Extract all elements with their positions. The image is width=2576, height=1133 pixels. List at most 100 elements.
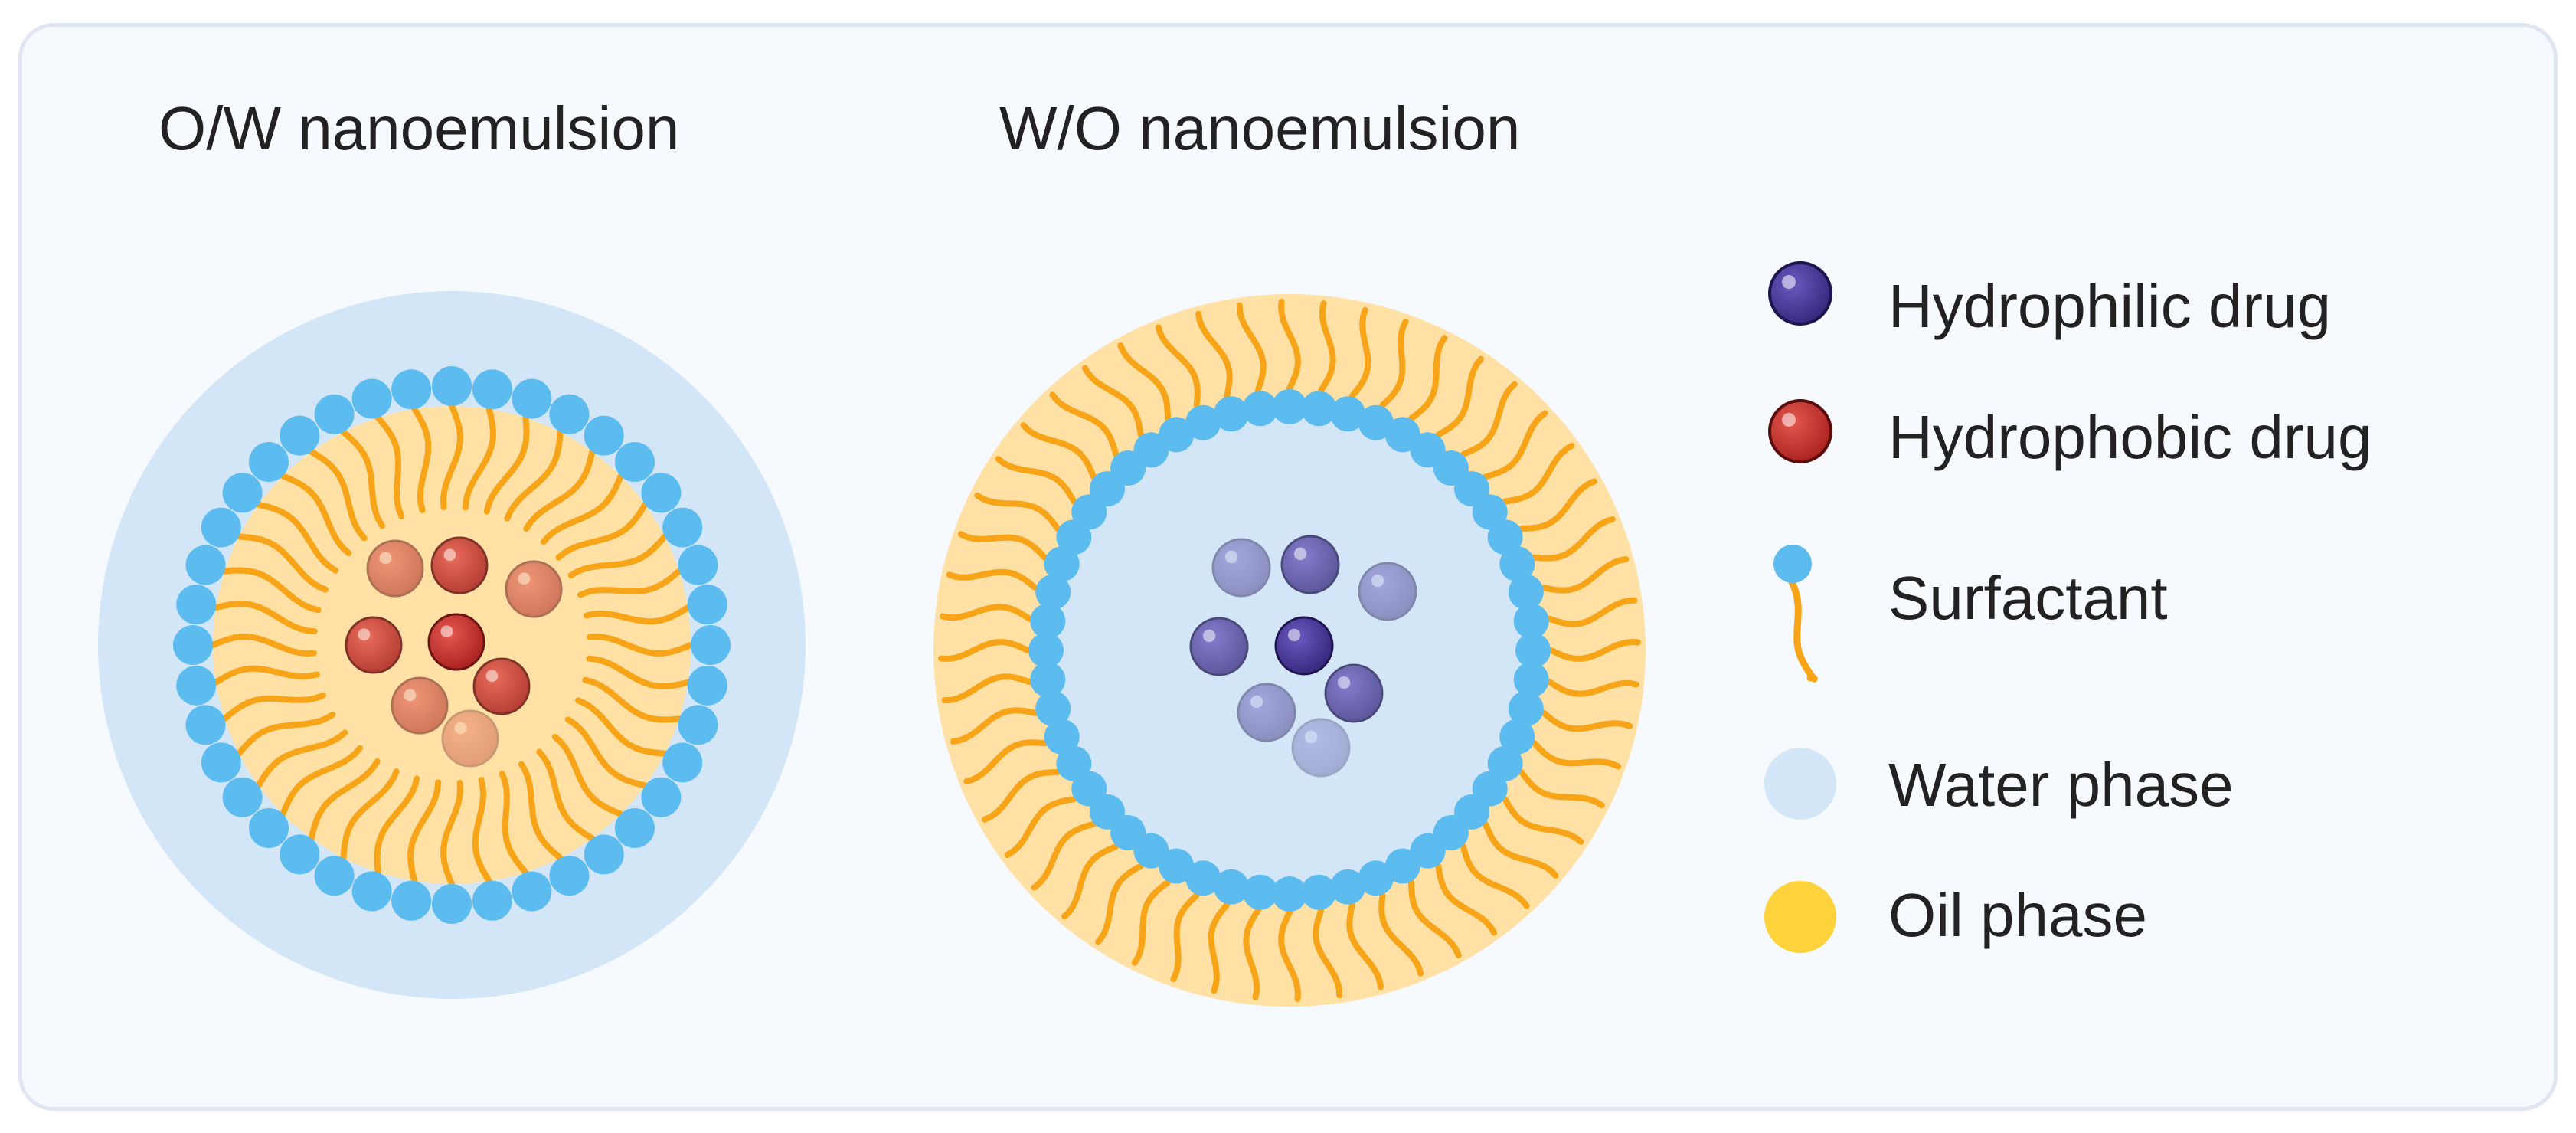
legend-label-water: Water phase [1888,751,2234,819]
drug-particle [1211,538,1271,598]
surfactant-head [549,394,590,434]
surfactant-head [1499,719,1535,755]
surfactant-tail [1195,310,1233,399]
surfactant-head [201,507,241,548]
surfactant-tail [280,745,364,817]
drug-particle [1291,718,1351,778]
surfactant-tail [587,633,694,657]
drug-particle [441,709,499,768]
surfactant-tail [212,665,320,686]
surfactant-head [1358,860,1394,896]
surfactant-head [185,705,226,745]
surfactant-tail [1502,796,1584,845]
surfactant-head [691,625,731,665]
surfactant-icon [1773,545,1818,683]
surfactant-tail [1531,516,1616,562]
hydrophilic-drug-icon [1768,261,1832,326]
surfactant-tail [440,780,464,887]
surfactant-tail [1518,478,1597,532]
surfactant-tail [1031,820,1097,891]
surfactant-head [678,705,718,745]
surfactant-tail [255,501,339,574]
surfactant-head [641,777,682,817]
surfactant-tail [221,567,322,614]
surfactant-head [1044,546,1080,582]
surfactant-head [1513,603,1549,639]
surfactant-tail [1277,299,1301,391]
surfactant-tail [940,604,1033,622]
surfactant-head [1242,874,1278,910]
surfactant-tail [1379,318,1409,409]
surfactant-head [1301,874,1337,910]
surfactant-tail [540,473,624,545]
surfactant-head [314,856,355,896]
surfactant-tail [1004,796,1077,859]
drug-particle [427,613,485,671]
surfactant-head [1384,848,1420,884]
water-phase-icon [1764,748,1836,820]
surfactant-head [173,625,213,665]
wo-hydrophilic-drugs [1189,535,1417,778]
wo-droplet [933,294,1646,1007]
surfactant-tail [411,405,432,513]
surfactant-tail [584,604,691,625]
ow-droplet [98,291,806,999]
surfactant-head [1242,391,1278,427]
surfactant-tail [1208,902,1231,994]
ow-surfactant-tails [210,403,694,887]
surfactant-tail [483,414,530,515]
surfactant-tail [974,492,1061,532]
surfactant-tail [221,692,326,722]
surfactant-head [678,545,718,585]
surfactant-tail [1081,365,1144,438]
surfactant-tail [1502,442,1575,505]
surfactant-tail [938,639,1031,663]
surfactant-head [1213,396,1249,432]
surfactant-head [549,856,590,896]
surfactant-tail [462,405,496,511]
legend-label-surfactant: Surfactant [1888,564,2168,632]
surfactant-head [584,415,624,456]
surfactant-head [1508,691,1544,727]
surfactant-tail [504,429,564,522]
ow-hydrophobic-drugs [345,536,563,768]
drug-particle [1237,683,1296,742]
surfactant-head [584,834,624,875]
surfactant-tail [1049,391,1120,457]
drug-particle [1189,617,1249,676]
surfactant-head [1272,876,1307,912]
surfactant-head [1508,574,1544,610]
surfactant-tail [1460,381,1518,457]
surfactant-tail [236,712,336,757]
drug-particle [430,536,489,594]
surfactant-head [176,585,217,625]
surfactant-tail [340,429,385,529]
surfactant-head [512,378,552,419]
surfactant-tail [1407,879,1462,958]
drug-particle [345,616,403,674]
surfactant-tail [1546,597,1638,627]
surfactant-tail [575,697,668,757]
surfactant-tail [995,456,1077,505]
surfactant-head [472,880,512,921]
drug-particle [1358,562,1417,621]
surfactant-head [1499,546,1535,582]
surfactant-tail [1170,892,1200,983]
surfactant-tail [1541,556,1630,594]
surfactant-head [280,415,320,456]
surfactant-head [391,880,432,921]
surfactant-head [432,884,472,924]
surfactant-head [249,442,289,482]
surfactant-head [1044,719,1080,755]
surfactant-tail [1236,302,1267,394]
surfactant-head [1185,860,1221,896]
surfactant-head [1035,691,1071,727]
surfactant-tail [374,775,420,876]
surfactant-tail [1378,892,1424,977]
surfactant-tail [564,716,649,789]
surfactant-tail [536,748,596,842]
surfactant-head [222,473,263,513]
drug-particle [1324,663,1384,723]
surfactant-head [201,742,241,783]
surfactant-tail [440,403,463,510]
